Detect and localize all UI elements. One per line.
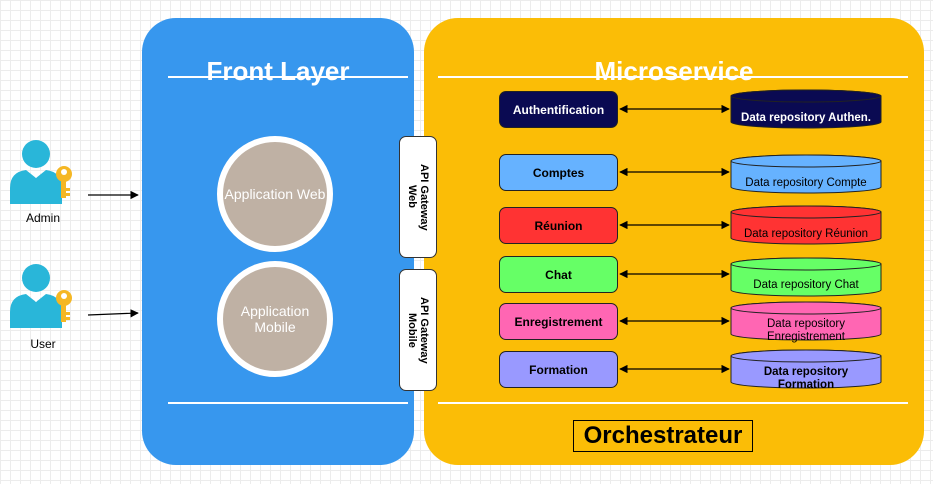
service-reunion[interactable]: Réunion <box>499 207 618 244</box>
repo-formation-label: Data repository Formation <box>763 366 849 391</box>
api-gateway-web-label: API Gateway Web <box>406 163 430 231</box>
user-label: User <box>30 337 56 351</box>
repo-reunion-label: Data repository Réunion <box>743 228 868 240</box>
repo-authentification-label: Data repository Authen. <box>741 112 871 124</box>
api-gateway-web[interactable]: API Gateway Web <box>399 136 437 258</box>
service-enregistrement[interactable]: Enregistrement <box>499 303 618 340</box>
repo-cylinder <box>730 349 882 389</box>
repo-cylinder <box>730 257 882 297</box>
repo-compte-label: Data repository Compte <box>745 177 867 189</box>
repo-cylinder <box>730 205 882 245</box>
admin-icon <box>10 140 72 204</box>
repo-enregistrement-label: Data repository Enregistrement <box>767 318 845 343</box>
service-authentification[interactable]: Authentification <box>499 91 618 128</box>
front-layer-divider-bottom <box>168 402 408 404</box>
repo-chat-label: Data repository Chat <box>753 279 859 291</box>
repo-cylinder <box>730 154 882 194</box>
microservice-divider-top <box>438 76 908 78</box>
service-formation[interactable]: Formation <box>499 351 618 388</box>
user-icon <box>10 264 72 328</box>
microservice-divider-bottom <box>438 402 908 404</box>
repo-cylinder <box>730 301 882 341</box>
orchestrateur-label: Orchestrateur <box>573 420 753 452</box>
api-gateway-mobile-label: API Gateway Mobile <box>406 296 430 364</box>
application-mobile-node[interactable]: Application Mobile <box>217 261 333 377</box>
repo-cylinder <box>730 89 882 129</box>
application-web-node[interactable]: Application Web <box>217 136 333 252</box>
api-gateway-mobile[interactable]: API Gateway Mobile <box>399 269 437 391</box>
front-layer-divider-top <box>168 76 408 78</box>
microservice-title: Microservice <box>594 56 754 86</box>
service-comptes[interactable]: Comptes <box>499 154 618 191</box>
front-layer-title: Front Layer <box>206 56 350 86</box>
service-chat[interactable]: Chat <box>499 256 618 293</box>
user-arrow <box>87 309 139 318</box>
admin-label: Admin <box>25 211 60 225</box>
